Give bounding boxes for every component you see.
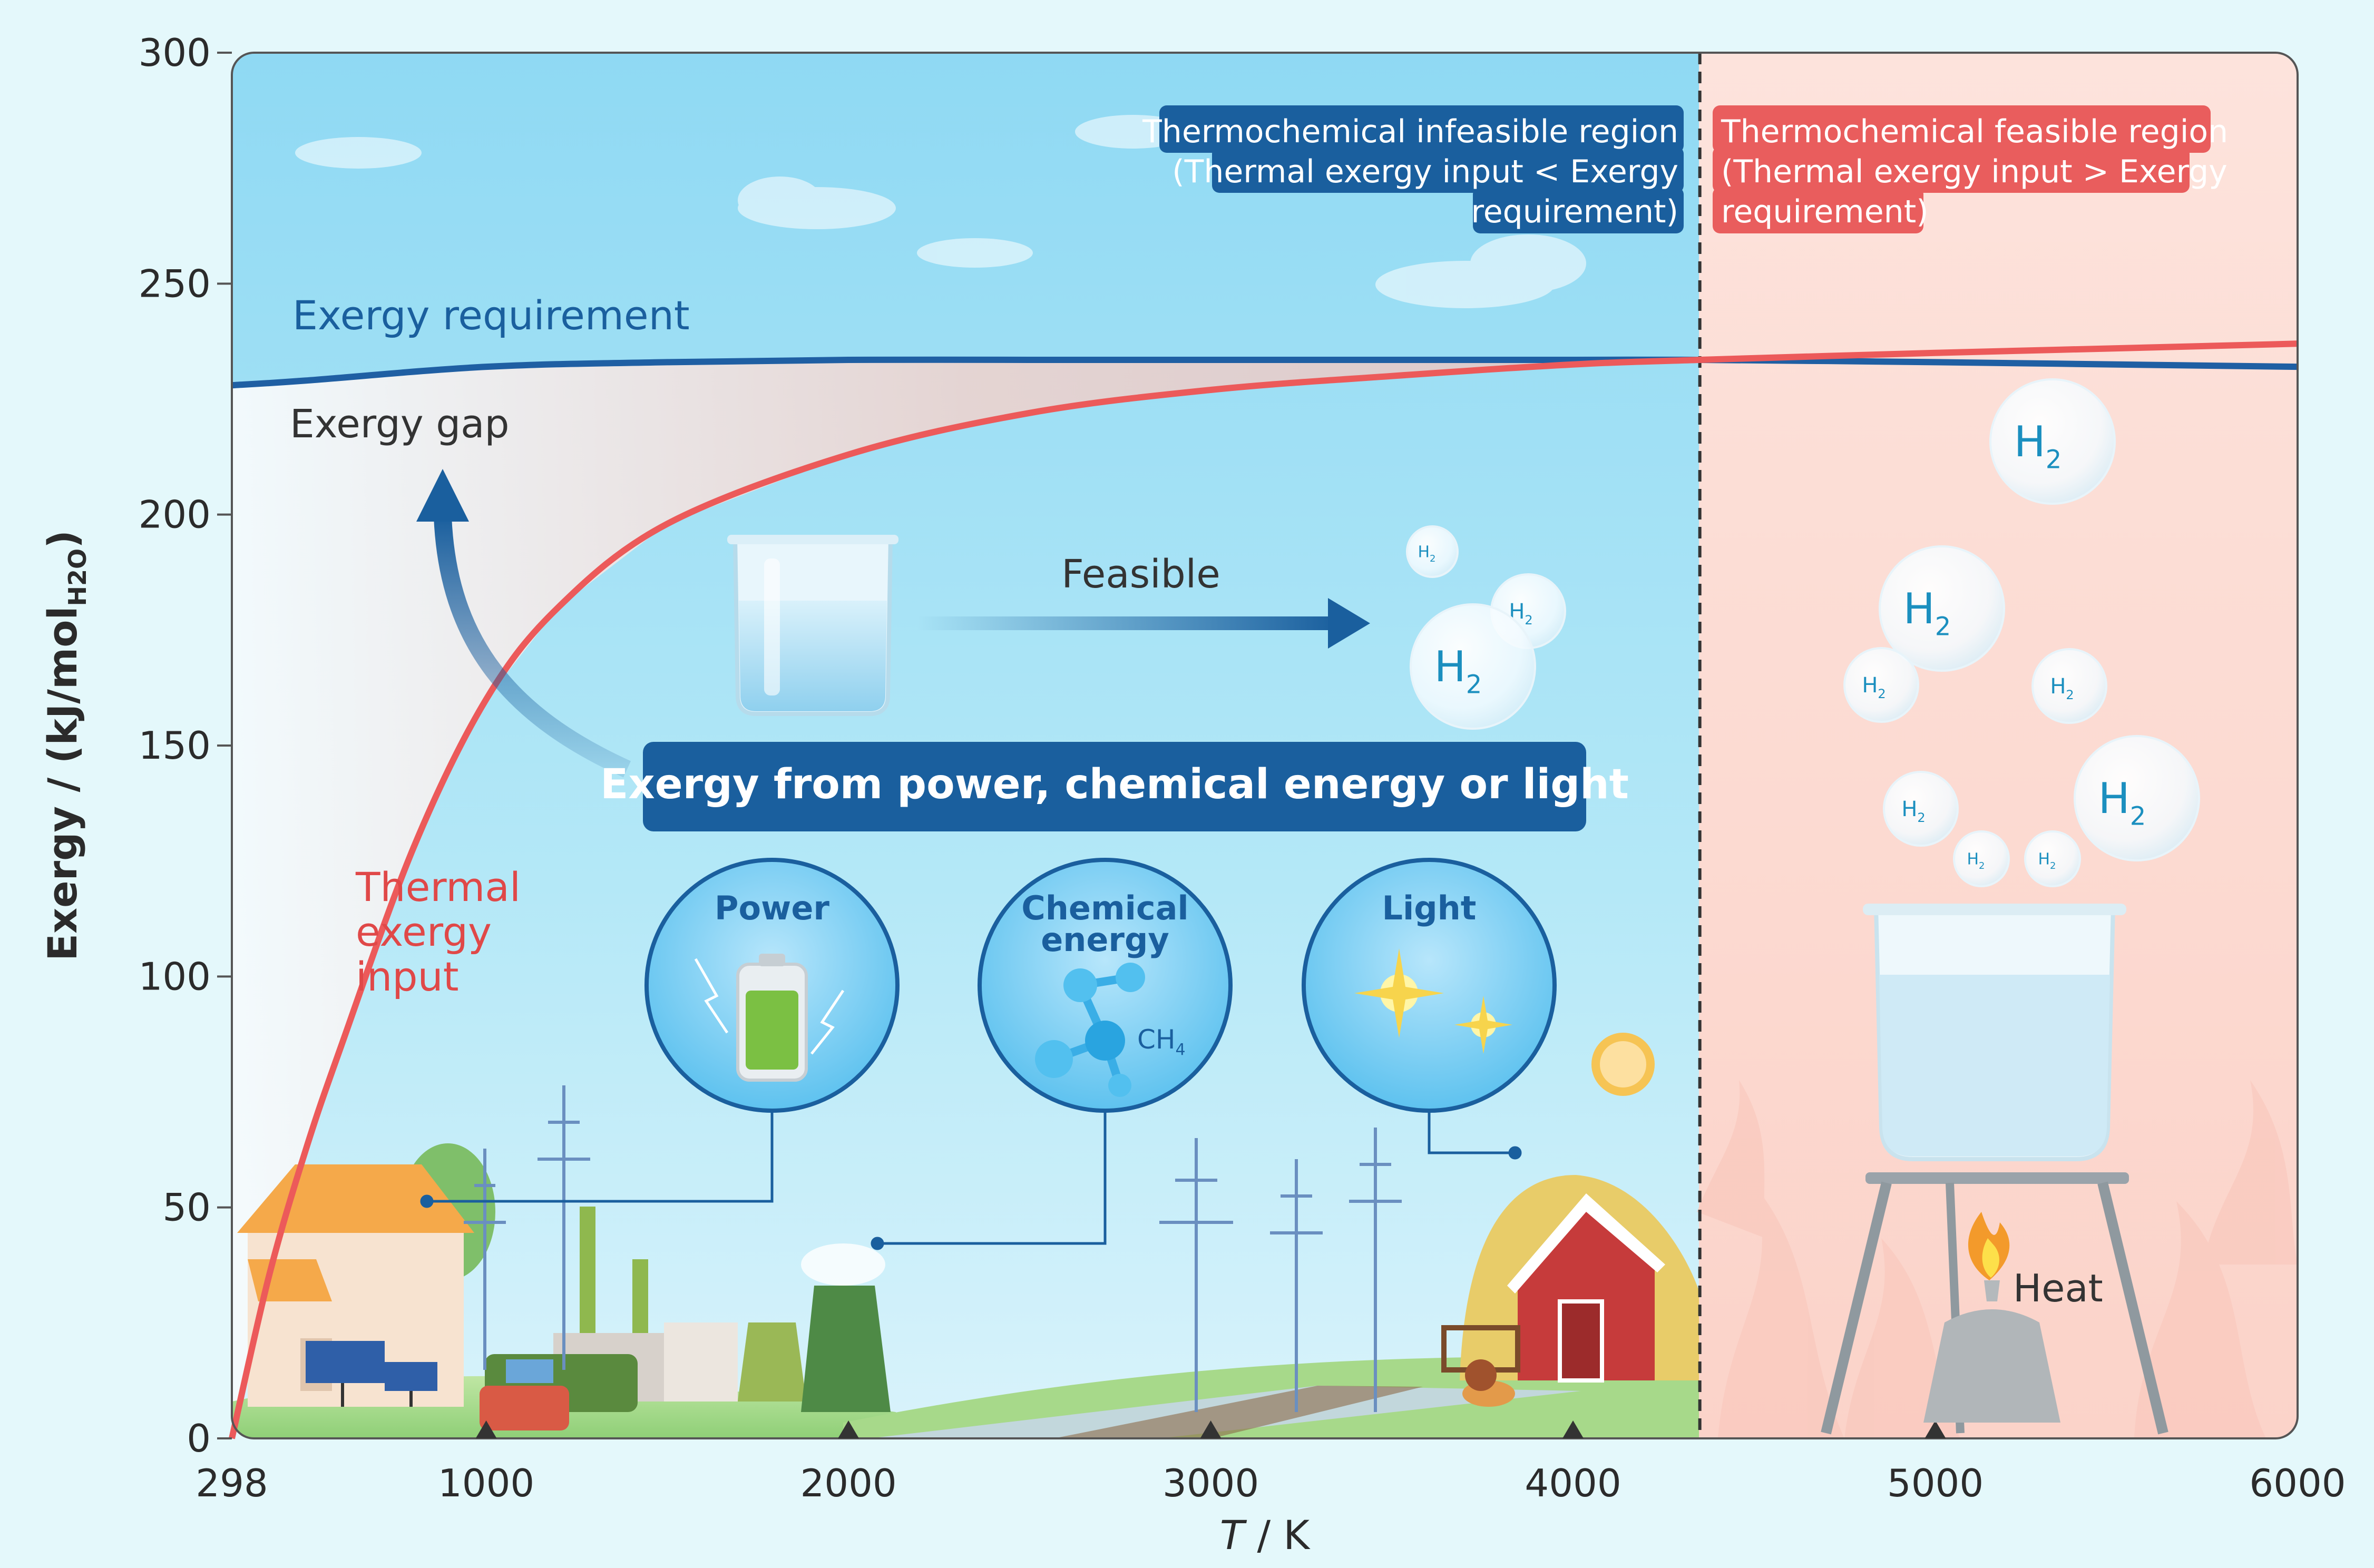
power-circle: Power	[644, 858, 900, 1113]
h2-label: H2	[1862, 673, 1885, 701]
infeasible-region-label: Thermochemical infeasible region (Therma…	[1142, 105, 1684, 233]
h2-bubble	[1879, 545, 2005, 672]
h2-bubble	[1883, 771, 1959, 847]
feasible-region-background	[1699, 53, 2298, 1438]
factory-illustration	[480, 1207, 891, 1430]
h2-label: H2	[1903, 584, 1951, 641]
y-tick-label: 250	[139, 261, 211, 306]
exergy-requirement-label: Exergy requirement	[292, 292, 690, 339]
feasible-arrow	[917, 598, 1370, 649]
svg-text:CH4: CH4	[1137, 1024, 1186, 1059]
x-tick-mark	[1924, 1420, 1946, 1438]
exergy-gap-arrow	[416, 469, 631, 778]
thermal-exergy-input-line	[229, 340, 2298, 1439]
x-tick-label: 2000	[800, 1461, 896, 1505]
svg-text:(Thermal exergy input < Exergy: (Thermal exergy input < Exergy	[1172, 153, 1678, 190]
h2-label: H2	[1901, 797, 1925, 825]
h2-bubble	[2074, 735, 2200, 861]
barn-illustration	[1441, 1175, 1699, 1407]
svg-text:exergy: exergy	[356, 908, 492, 955]
svg-text:(Thermal exergy input > Exergy: (Thermal exergy input > Exergy	[1721, 153, 2228, 190]
x-tick-label: 3000	[1162, 1461, 1259, 1505]
exergy-source-banner: Exergy from power, chemical energy or li…	[600, 742, 1629, 831]
sparkle-icon	[1354, 948, 1512, 1054]
x-tick-mark	[475, 1420, 497, 1438]
h2-bubble	[2031, 648, 2107, 724]
connector-lines	[420, 1111, 1522, 1250]
house-illustration	[237, 1143, 495, 1407]
exergy-gap-label: Exergy gap	[290, 401, 510, 447]
x-tick-label: 4000	[1525, 1461, 1621, 1505]
x-axis-title: T / K	[1220, 1512, 1311, 1559]
water-beaker-small	[727, 535, 898, 716]
h2-label: H2	[1418, 543, 1435, 564]
y-tick-label: 0	[187, 1416, 211, 1461]
h2-bubble	[1406, 525, 1459, 578]
battery-icon	[694, 954, 845, 1082]
svg-text:Thermochemical infeasible regi: Thermochemical infeasible region	[1142, 113, 1678, 150]
svg-text:requirement): requirement)	[1721, 193, 1929, 230]
exergy-gap-area	[232, 360, 1700, 1438]
svg-text:Power: Power	[715, 889, 829, 927]
power-pylons	[464, 1085, 1402, 1412]
h2-bubble	[1410, 603, 1536, 730]
y-axis-ticks: 0 50 100 150 200 250 300	[139, 31, 232, 1461]
h2-label: H2	[2098, 774, 2146, 831]
exergy-requirement-line	[231, 356, 2298, 389]
svg-text:Thermal: Thermal	[355, 864, 521, 910]
heat-label: Heat	[2013, 1266, 2103, 1310]
svg-text:energy: energy	[1041, 920, 1169, 959]
svg-text:Thermochemical feasible region: Thermochemical feasible region	[1721, 113, 2228, 150]
y-tick-label: 200	[139, 493, 211, 537]
feasible-label: Feasible	[1061, 552, 1220, 597]
svg-text:Light: Light	[1382, 889, 1477, 927]
methane-molecule-icon	[1035, 963, 1145, 1097]
x-tick-label: 298	[196, 1461, 268, 1505]
h2-label: H2	[1967, 850, 1985, 871]
thermal-exergy-input-label: Thermal exergy input	[355, 864, 521, 1000]
h2-label: H2	[1434, 642, 1482, 699]
h2-bubble	[1989, 378, 2116, 505]
x-tick-mark	[1562, 1420, 1584, 1438]
h2-bubble	[2024, 830, 2081, 887]
x-tick-label: 5000	[1887, 1461, 1984, 1505]
svg-text:input: input	[356, 953, 459, 1000]
light-circle: Light	[1302, 858, 1557, 1113]
svg-text:requirement): requirement)	[1471, 193, 1678, 230]
x-tick-label: 6000	[2249, 1461, 2346, 1505]
h2-label: H2	[2038, 850, 2056, 871]
y-tick-label: 100	[139, 954, 211, 998]
h2-label: H2	[2014, 417, 2062, 474]
x-axis-ticks: 298 1000 2000 3000 4000 5000 6000	[196, 1420, 2346, 1505]
sun-illustration	[1591, 1033, 1655, 1096]
y-axis-title: Exergy / (kJ/molH2O)	[39, 530, 92, 961]
svg-text:Exergy from power, chemical en: Exergy from power, chemical energy or li…	[600, 761, 1629, 808]
y-tick-label: 300	[139, 31, 211, 75]
x-tick-label: 1000	[438, 1461, 534, 1505]
y-tick-label: 150	[139, 723, 211, 768]
h2-bubble	[1953, 830, 2010, 887]
h2-label: H2	[2050, 674, 2074, 702]
feasible-region-label: Thermochemical feasible region (Thermal …	[1713, 105, 2228, 233]
flames-background	[1697, 1080, 2298, 1438]
heated-beaker	[1821, 904, 2168, 1435]
y-tick-label: 50	[162, 1185, 211, 1230]
h2-bubble	[1843, 647, 1919, 723]
x-tick-mark	[1200, 1420, 1222, 1438]
landscape	[232, 1033, 1699, 1438]
x-tick-mark	[838, 1420, 859, 1438]
chemical-energy-circle: Chemical energy CH4	[978, 858, 1233, 1113]
svg-text:Chemical: Chemical	[1021, 889, 1188, 927]
